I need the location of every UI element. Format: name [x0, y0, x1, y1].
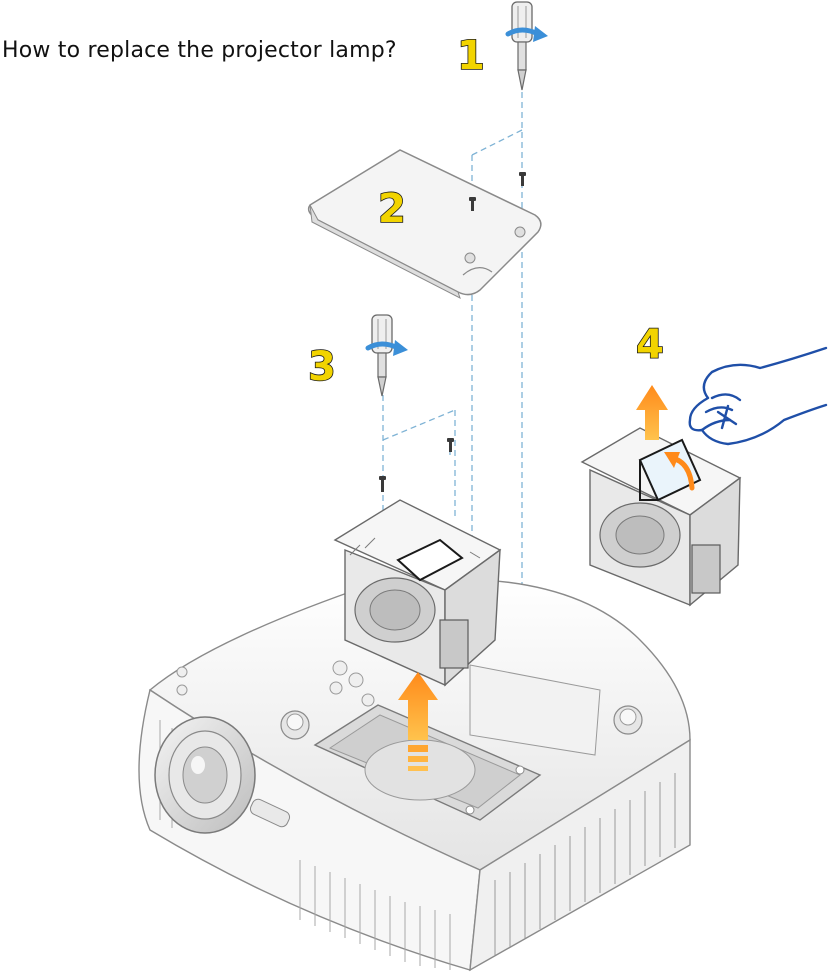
screw-4: [379, 476, 386, 492]
lamp-module-step4: [580, 427, 742, 607]
step-number-3: 3: [308, 344, 336, 390]
screw-3: [447, 438, 454, 452]
lens: [154, 716, 256, 834]
lamp-module: [333, 499, 502, 687]
screw-1: [519, 172, 526, 186]
up-arrow-icon: [398, 672, 438, 771]
step-number-1: 1: [457, 33, 485, 79]
rotate-arrow-icon: [505, 26, 548, 42]
screwdriver-icon: [511, 1, 533, 91]
projector-body: [138, 578, 691, 972]
step-number-2: 2: [378, 186, 406, 232]
up-arrow-icon: [636, 385, 668, 440]
screw-2: [469, 197, 476, 211]
page-title: How to replace the projector lamp?: [2, 38, 397, 63]
curved-arrow-icon: [664, 452, 695, 491]
hand-icon: [688, 346, 828, 446]
step-number-4: 4: [636, 322, 664, 368]
screwdriver-icon: [371, 314, 393, 397]
screws: [379, 172, 526, 492]
lamp-cover: [307, 149, 542, 300]
focus-knobs: [280, 705, 643, 740]
rotate-arrow-icon: [365, 340, 408, 356]
